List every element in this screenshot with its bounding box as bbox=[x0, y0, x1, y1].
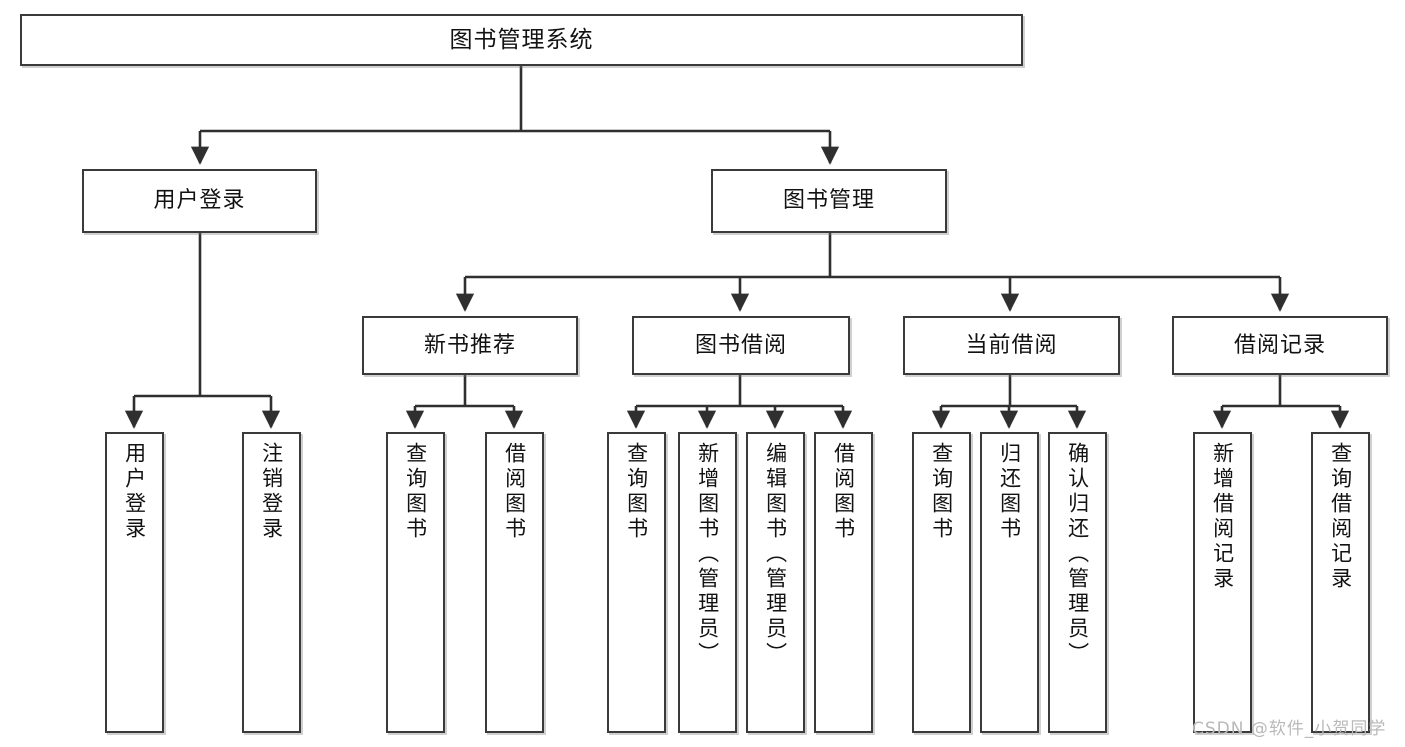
node-book-borrow-label: 图书借阅 bbox=[694, 332, 787, 358]
node-leaf-add-record-label: 新增借阅记录 bbox=[1210, 442, 1235, 592]
csdn-watermark: CSDN @软件_小贺同学 bbox=[1192, 719, 1387, 739]
node-leaf-confirm-return[interactable]: 确认归还（管理员） bbox=[1048, 432, 1107, 733]
node-leaf-user-login-label: 用户登录 bbox=[122, 442, 147, 542]
node-leaf-add-book-label: 新增图书（管理员） bbox=[695, 442, 720, 667]
node-leaf-edit-book-label: 编辑图书（管理员） bbox=[763, 442, 788, 667]
node-borrow-record[interactable]: 借阅记录 bbox=[1172, 316, 1388, 375]
node-new-book-recommend[interactable]: 新书推荐 bbox=[362, 316, 578, 375]
node-book-management[interactable]: 图书管理 bbox=[711, 169, 947, 233]
node-new-book-recommend-label: 新书推荐 bbox=[423, 332, 516, 358]
node-root-label: 图书管理系统 bbox=[449, 26, 594, 53]
node-leaf-borrow-book-1-label: 借阅图书 bbox=[502, 442, 527, 542]
node-leaf-return-book[interactable]: 归还图书 bbox=[980, 432, 1039, 733]
node-user-login[interactable]: 用户登录 bbox=[82, 169, 317, 233]
node-leaf-borrow-book-1[interactable]: 借阅图书 bbox=[485, 432, 544, 733]
node-book-management-label: 图书管理 bbox=[782, 188, 875, 214]
node-user-login-label: 用户登录 bbox=[153, 188, 246, 214]
node-book-borrow[interactable]: 图书借阅 bbox=[632, 316, 850, 375]
node-leaf-add-record[interactable]: 新增借阅记录 bbox=[1193, 432, 1252, 733]
node-leaf-query-book-1-label: 查询图书 bbox=[403, 442, 428, 542]
node-leaf-edit-book[interactable]: 编辑图书（管理员） bbox=[746, 432, 805, 733]
node-leaf-user-logout-label: 注销登录 bbox=[259, 442, 284, 542]
node-leaf-user-login[interactable]: 用户登录 bbox=[105, 432, 164, 733]
node-current-borrow-label: 当前借阅 bbox=[965, 332, 1058, 358]
node-leaf-query-book-2[interactable]: 查询图书 bbox=[607, 432, 666, 733]
node-leaf-query-book-2-label: 查询图书 bbox=[624, 442, 649, 542]
node-leaf-query-book-1[interactable]: 查询图书 bbox=[386, 432, 445, 733]
node-leaf-borrow-book-2-label: 借阅图书 bbox=[831, 442, 856, 542]
node-leaf-query-book-3[interactable]: 查询图书 bbox=[912, 432, 971, 733]
node-current-borrow[interactable]: 当前借阅 bbox=[903, 316, 1120, 375]
node-leaf-user-logout[interactable]: 注销登录 bbox=[242, 432, 301, 733]
node-leaf-query-record-label: 查询借阅记录 bbox=[1328, 442, 1353, 592]
node-leaf-borrow-book-2[interactable]: 借阅图书 bbox=[814, 432, 873, 733]
node-leaf-confirm-return-label: 确认归还（管理员） bbox=[1065, 442, 1090, 667]
node-leaf-query-record[interactable]: 查询借阅记录 bbox=[1311, 432, 1370, 733]
node-leaf-query-book-3-label: 查询图书 bbox=[929, 442, 954, 542]
node-leaf-return-book-label: 归还图书 bbox=[997, 442, 1022, 542]
node-leaf-add-book[interactable]: 新增图书（管理员） bbox=[678, 432, 737, 733]
node-root[interactable]: 图书管理系统 bbox=[20, 14, 1023, 66]
node-borrow-record-label: 借阅记录 bbox=[1233, 332, 1326, 358]
